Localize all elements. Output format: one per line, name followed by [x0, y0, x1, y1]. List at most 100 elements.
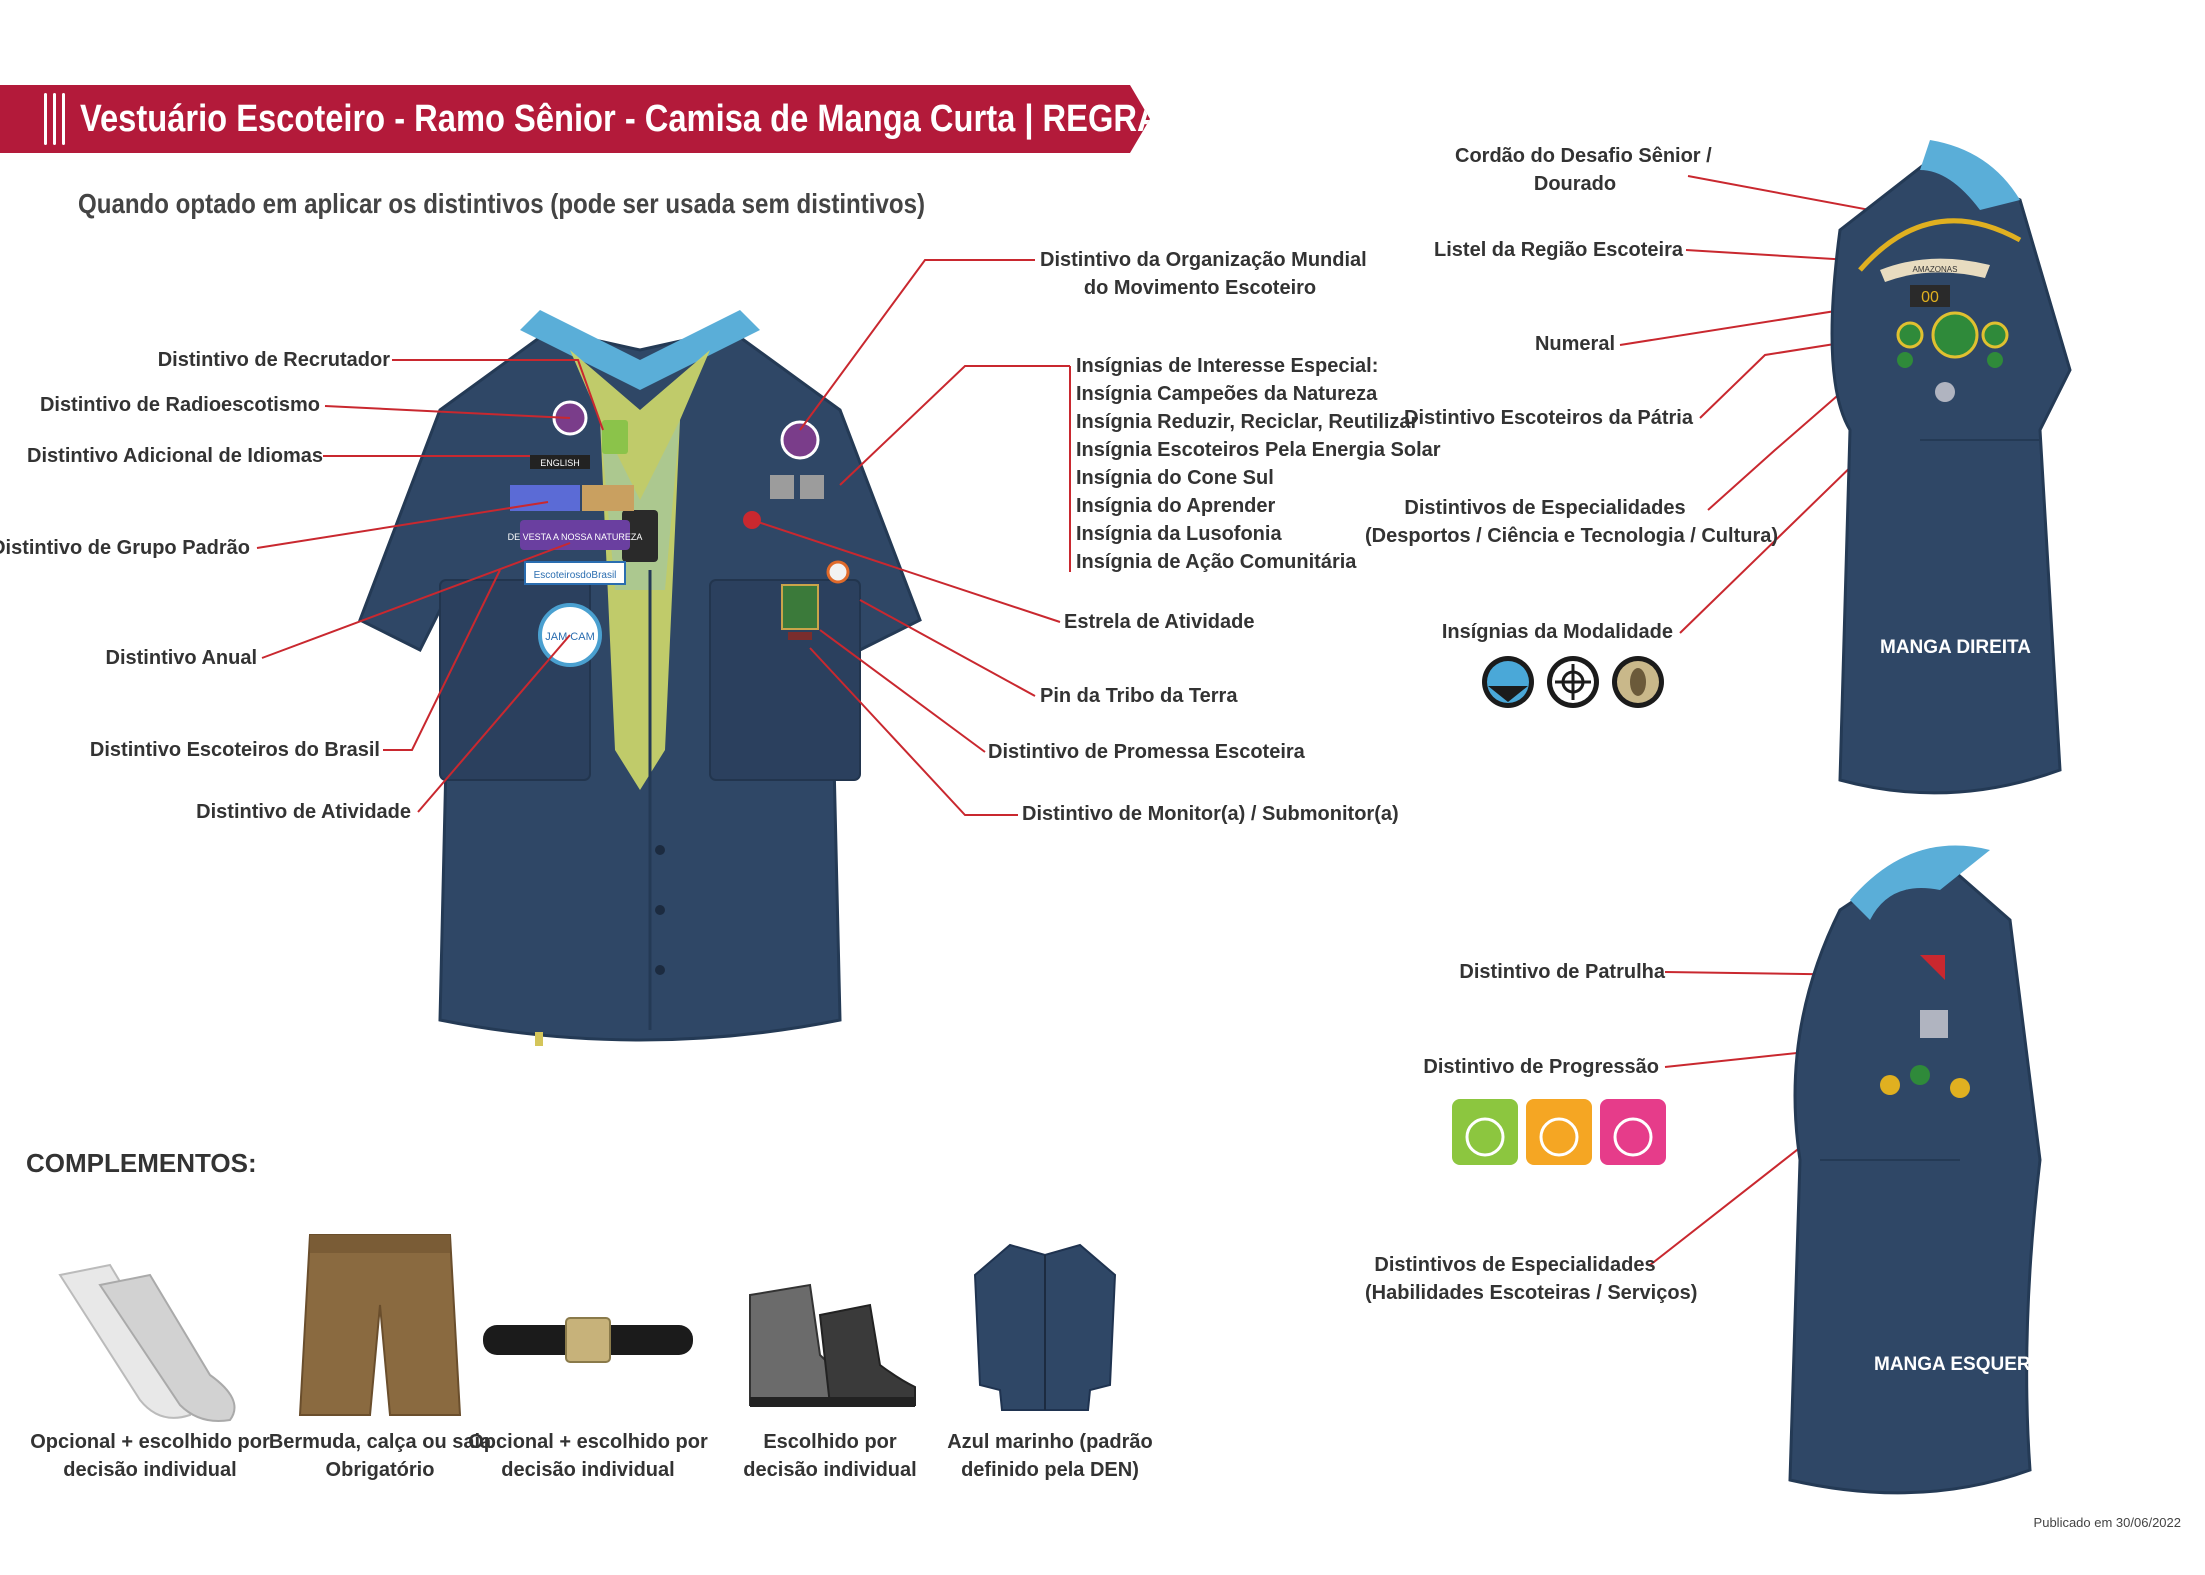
complemento-caption-belt: Opcional + escolhido por decisão individ… — [458, 1428, 718, 1484]
brazil-patch-icon — [524, 561, 626, 585]
insignia-item: Insígnia Campeões da Natureza — [1076, 383, 1378, 405]
label-cordao-line2: Dourado — [1533, 173, 1617, 195]
region-tab-text: AMAZONAS — [1913, 265, 1958, 274]
region-tab-icon — [1880, 258, 1990, 282]
progression-pink-icon — [1600, 1099, 1666, 1165]
belt-icon — [483, 1317, 693, 1363]
complementos-title: COMPLEMENTOS: — [26, 1148, 257, 1178]
jacket-icon — [973, 1243, 1117, 1411]
activity-patch-text: JAM CAM — [545, 631, 595, 643]
right-sleeve-illustration: AMAZONAS 00 — [1830, 140, 2072, 795]
label-escoteiros-brasil: Distintivo Escoteiros do Brasil — [89, 739, 380, 761]
land-modality-icon — [1612, 656, 1664, 708]
caption-line: Opcional + escolhido por — [468, 1431, 708, 1453]
label-oms-line2: do Movimento Escoteiro — [1083, 277, 1317, 299]
publication-date: Publicado em 30/06/2022 — [2033, 1515, 2181, 1530]
label-modalidade: Insígnias da Modalidade — [1441, 621, 1673, 643]
label-patria: Distintivo Escoteiros da Pátria — [1404, 407, 1693, 429]
page-title: Vestuário Escoteiro - Ramo Sênior - Cami… — [80, 98, 1223, 140]
label-especialidades-esquerda-line1: Distintivos de Especialidades — [1374, 1254, 1656, 1276]
brazil-patch-text: EscoteirosdoBrasil — [534, 570, 617, 581]
caption-line: decisão individual — [743, 1459, 917, 1481]
wosm-patch-icon — [780, 420, 820, 460]
progression-patch-icon — [1920, 1010, 1948, 1038]
modality-badge-icon — [1935, 382, 1955, 402]
caption-line: Opcional + escolhido por — [30, 1431, 270, 1453]
label-oms: Distintivo da Organização Mundial do Mov… — [1040, 246, 1367, 302]
boots-icon — [749, 1283, 916, 1407]
language-patch-icon — [530, 455, 590, 469]
label-promessa: Distintivo de Promessa Escoteira — [988, 741, 1305, 763]
patrol-patch-icon — [1920, 955, 1945, 980]
label-especialidades-direita-line2: (Desportos / Ciência e Tecnologia / Cult… — [1365, 525, 1779, 547]
label-patrulha: Distintivo de Patrulha — [1459, 961, 1665, 983]
label-especialidades-direita-line1: Distintivos de Especialidades — [1404, 497, 1686, 519]
promise-patch-icon — [781, 584, 819, 630]
label-estrela: Estrela de Atividade — [1064, 611, 1255, 633]
special-interest-2-icon — [800, 475, 824, 499]
modality-icons — [1482, 656, 1664, 708]
numeral-text: 00 — [1921, 289, 1939, 306]
progression-green-icon — [1452, 1099, 1518, 1165]
title-banner: Vestuário Escoteiro - Ramo Sênior - Cami… — [0, 85, 1150, 153]
insignia-item: Insígnia Escoteiros Pela Energia Solar — [1076, 439, 1441, 461]
progression-icons — [1452, 1099, 1666, 1165]
complemento-caption-jacket: Azul marinho (padrão definido pela DEN) — [920, 1428, 1180, 1484]
front-shirt-illustration: ENGLISH DE VESTA A NOSSA NATUREZA Escote… — [358, 310, 922, 1046]
numeral-icon — [1910, 285, 1950, 307]
insignia-item: Insígnia Reduzir, Reciclar, Reutilizar — [1076, 411, 1419, 433]
label-cordao-line1: Cordão do Desafio Sênior / — [1455, 145, 1712, 167]
label-grupo-padrao: Distintivo de Grupo Padrão — [0, 537, 250, 559]
label-pin-tribo: Pin da Tribo da Terra — [1040, 685, 1238, 707]
caption-line: Azul marinho (padrão — [947, 1431, 1153, 1453]
label-atividade: Distintivo de Atividade — [196, 801, 411, 823]
caption-line: decisão individual — [63, 1459, 237, 1481]
label-progressao: Distintivo de Progressão — [1423, 1056, 1659, 1078]
label-listel: Listel da Região Escoteira — [1434, 239, 1683, 261]
label-monitor: Distintivo de Monitor(a) / Submonitor(a) — [1022, 803, 1399, 825]
caption-line: decisão individual — [501, 1459, 675, 1481]
label-oms-line1: Distintivo da Organização Mundial — [1040, 249, 1367, 271]
group-patch-2-icon — [582, 485, 634, 511]
label-especialidades-esquerda: Distintivos de Especialidades (Habilidad… — [1365, 1251, 1698, 1307]
patrol-leader-strip-icon — [788, 632, 812, 640]
challenge-cord — [1858, 218, 2022, 272]
label-insignias-list: Insígnias de Interesse Especial: Insígni… — [1076, 352, 1441, 576]
label-anual: Distintivo Anual — [105, 647, 257, 669]
label-cordao: Cordão do Desafio Sênior / Dourado — [1455, 142, 1712, 198]
complemento-caption-boots: Escolhido por decisão individual — [700, 1428, 960, 1484]
insignia-item: Insígnia da Lusofonia — [1076, 523, 1282, 545]
page-subtitle: Quando optado em aplicar os distintivos … — [78, 188, 925, 219]
left-sleeve-illustration — [1788, 845, 2042, 1495]
manga-esquerda-tag: MANGA ESQUERDA — [1874, 1354, 2059, 1375]
recruiter-patch-icon — [602, 420, 628, 454]
label-radioescotismo: Distintivo de Radioescotismo — [39, 394, 320, 416]
complemento-caption-shorts: Bermuda, calça ou saia Obrigatório — [250, 1428, 510, 1484]
language-patch-text: ENGLISH — [540, 458, 580, 468]
air-modality-icon — [1482, 656, 1534, 708]
shorts-icon — [298, 1234, 462, 1416]
caption-line: Bermuda, calça ou saia — [268, 1431, 492, 1453]
socks-icon — [58, 1263, 236, 1422]
insignias-heading: Insígnias de Interesse Especial: — [1076, 355, 1379, 377]
caption-line: definido pela DEN) — [961, 1459, 1139, 1481]
complemento-caption-socks: Opcional + escolhido por decisão individ… — [20, 1428, 280, 1484]
caption-line: Obrigatório — [325, 1459, 435, 1481]
label-especialidades-direita: Distintivos de Especialidades (Desportos… — [1365, 494, 1779, 550]
annual-patch-icon — [520, 520, 630, 550]
insignia-item: Insígnia do Aprender — [1076, 495, 1276, 517]
annual-patch-text: DE VESTA A NOSSA NATUREZA — [508, 532, 643, 542]
label-numeral: Numeral — [1534, 333, 1615, 355]
label-idiomas: Distintivo Adicional de Idiomas — [27, 445, 323, 467]
label-recrutador: Distintivo de Recrutador — [157, 349, 390, 371]
insignia-item: Insígnia de Ação Comunitária — [1076, 551, 1357, 573]
label-especialidades-esquerda-line2: (Habilidades Escoteiras / Serviços) — [1365, 1282, 1698, 1304]
sea-modality-icon — [1547, 656, 1599, 708]
insignia-item: Insígnia do Cone Sul — [1076, 467, 1274, 489]
progression-orange-icon — [1526, 1099, 1592, 1165]
manga-direita-tag: MANGA DIREITA — [1880, 637, 2031, 658]
caption-line: Escolhido por — [763, 1431, 897, 1453]
special-interest-1-icon — [770, 475, 794, 499]
earth-tribe-pin-icon — [826, 560, 850, 584]
patria-patch-icon — [1931, 311, 1979, 359]
